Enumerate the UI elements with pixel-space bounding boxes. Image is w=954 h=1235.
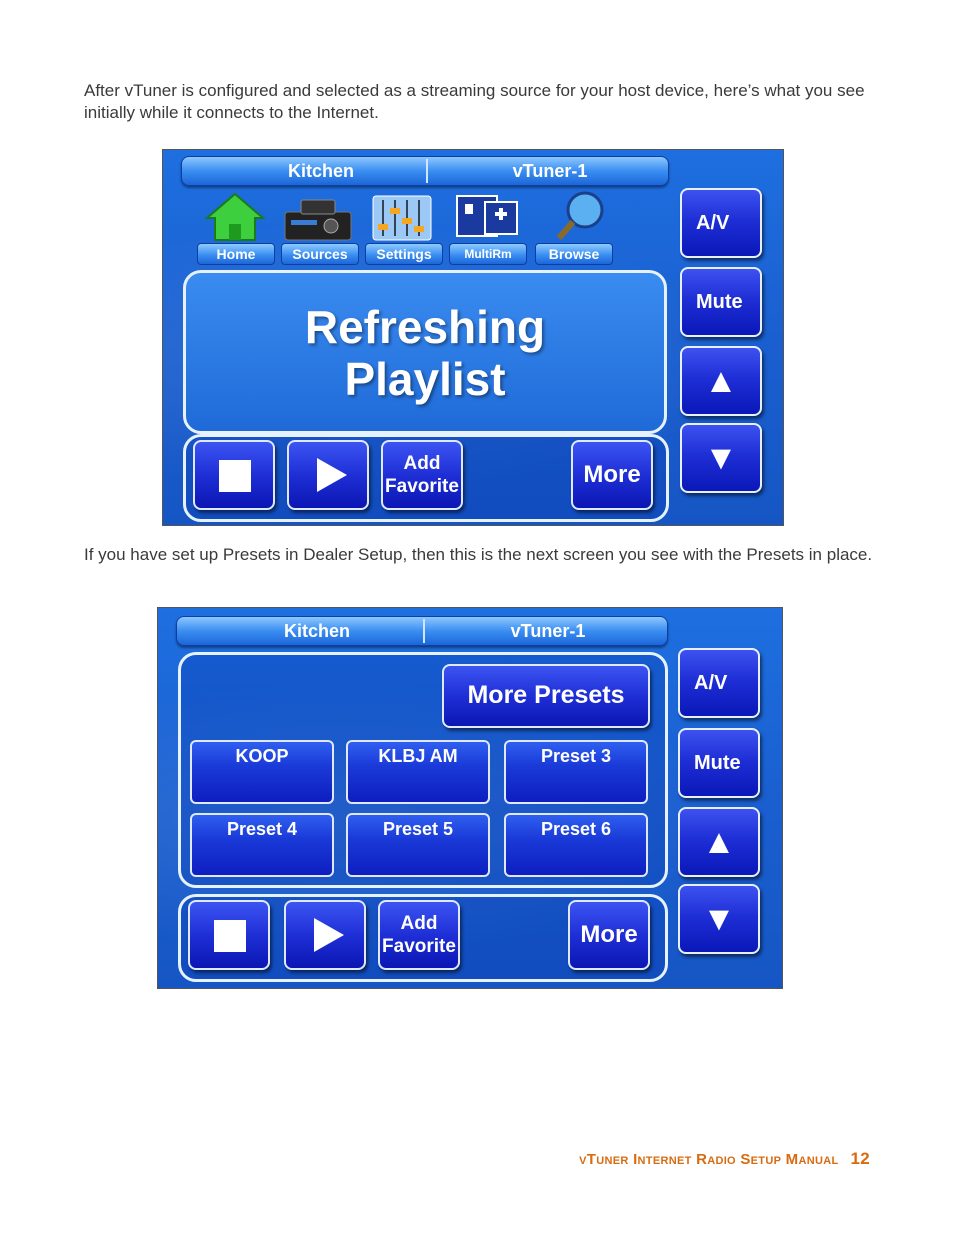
header-bar: Kitchen vTuner-1 (181, 156, 669, 186)
av-button[interactable]: A/V (678, 648, 760, 718)
stop-icon (219, 460, 251, 492)
presets-paragraph: If you have set up Presets in Dealer Set… (84, 545, 873, 564)
receiver-icon[interactable] (281, 194, 355, 242)
home-icon[interactable] (205, 192, 265, 242)
stop-button[interactable] (193, 440, 275, 510)
screenshot-presets: Kitchen vTuner-1 More Presets KOOP KLBJ … (157, 607, 783, 989)
nav-sources[interactable]: Sources (281, 243, 359, 265)
play-button[interactable] (287, 440, 369, 510)
message-line-1: Refreshing (304, 301, 546, 353)
mute-button[interactable]: Mute (678, 728, 760, 798)
nav-multiroom[interactable]: MultiRm (449, 243, 527, 265)
more-button[interactable]: More (571, 440, 653, 510)
volume-up-button[interactable]: ▲ (680, 346, 762, 416)
down-arrow-icon: ▼ (702, 900, 736, 938)
page-footer: vTuner Internet Radio Setup Manual 12 (579, 1149, 870, 1169)
source-name: vTuner-1 (512, 161, 588, 181)
message-panel: Refreshing Playlist (183, 270, 667, 434)
preset-button-4[interactable]: Preset 4 (190, 813, 334, 877)
header-bar: Kitchen vTuner-1 (176, 616, 668, 646)
footer-title: vTuner Internet Radio Setup Manual (579, 1151, 839, 1168)
room-name: Kitchen (283, 621, 350, 641)
down-arrow-icon: ▼ (704, 439, 738, 477)
volume-up-button[interactable]: ▲ (678, 807, 760, 877)
play-button[interactable] (284, 900, 366, 970)
magnifier-icon[interactable] (555, 190, 611, 242)
preset-button-2[interactable]: KLBJ AM (346, 740, 490, 804)
page-number: 12 (850, 1149, 870, 1168)
preset-button-5[interactable]: Preset 5 (346, 813, 490, 877)
message-line-2: Playlist (344, 353, 506, 405)
intro-paragraph: After vTuner is configured and selected … (84, 81, 865, 122)
av-button[interactable]: A/V (680, 188, 762, 258)
play-icon (314, 918, 344, 952)
more-button[interactable]: More (568, 900, 650, 970)
multiroom-icon[interactable] (455, 192, 521, 242)
source-name: vTuner-1 (510, 621, 586, 641)
more-presets-button[interactable]: More Presets (442, 664, 650, 728)
stop-button[interactable] (188, 900, 270, 970)
add-favorite-button[interactable]: Add Favorite (378, 900, 460, 970)
equalizer-icon[interactable] (371, 194, 433, 242)
play-icon (317, 458, 347, 492)
room-name: Kitchen (287, 161, 354, 181)
nav-settings[interactable]: Settings (365, 243, 443, 265)
mute-button[interactable]: Mute (680, 267, 762, 337)
up-arrow-icon: ▲ (702, 823, 736, 861)
stop-icon (214, 920, 246, 952)
preset-button-3[interactable]: Preset 3 (504, 740, 648, 804)
add-favorite-button[interactable]: Add Favorite (381, 440, 463, 510)
preset-button-6[interactable]: Preset 6 (504, 813, 648, 877)
volume-down-button[interactable]: ▼ (680, 423, 762, 493)
nav-home[interactable]: Home (197, 243, 275, 265)
screenshot-refreshing-playlist: Kitchen vTuner-1 Home Sources Setting (162, 149, 784, 526)
nav-browse[interactable]: Browse (535, 243, 613, 265)
up-arrow-icon: ▲ (704, 362, 738, 400)
volume-down-button[interactable]: ▼ (678, 884, 760, 954)
preset-button-1[interactable]: KOOP (190, 740, 334, 804)
